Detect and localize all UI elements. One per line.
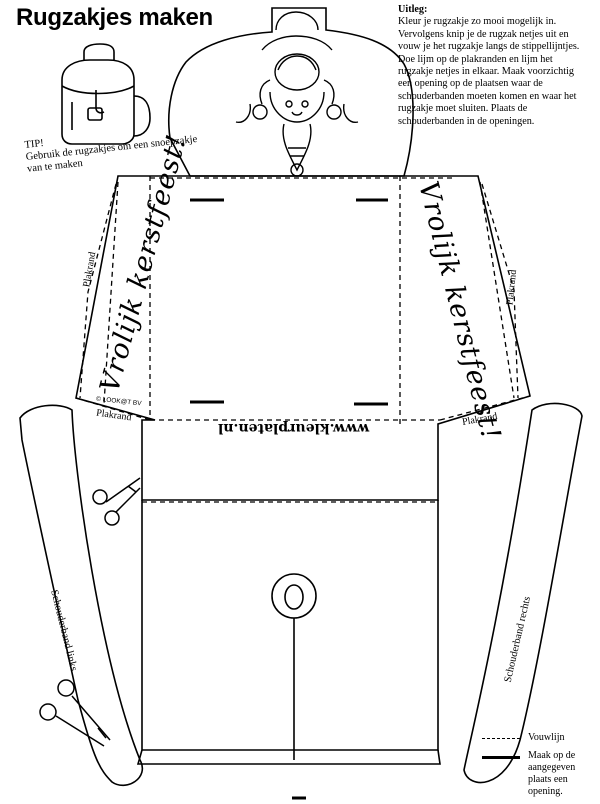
- bag-bottom: [136, 749, 441, 765]
- scissors-icon: [92, 477, 141, 526]
- strap-left: [19, 404, 143, 787]
- legend-opening: Maak op de aangegeven plaats een opening…: [482, 750, 597, 798]
- top-flap: [167, 7, 414, 177]
- legend-opening-label: Maak op de aangegeven plaats een opening…: [528, 750, 576, 797]
- bag-body: [141, 500, 439, 751]
- dashed-line-icon: [482, 738, 520, 739]
- legend-fold-label: Vouwlijn: [528, 732, 565, 743]
- legend: Vouwlijn Maak op de aangegeven plaats ee…: [482, 732, 597, 804]
- clasp: [271, 573, 317, 760]
- instructions: Uitleg: Kleur je rugzakje zo mooi mogeli…: [398, 4, 590, 128]
- website: www.kleurplaten.nl: [218, 420, 370, 436]
- lid-outline: [75, 175, 531, 501]
- solid-line-icon: [482, 756, 520, 759]
- instructions-text: Kleur je rugzakje zo mooi mogelijk in. V…: [398, 16, 580, 127]
- backpack-icon: [61, 43, 151, 145]
- fold-lines: [75, 176, 531, 503]
- strap-right: [463, 402, 583, 784]
- page-title: Rugzakjes maken: [16, 4, 213, 31]
- opening-slots: [190, 198, 388, 800]
- santa-illustration: [235, 11, 359, 177]
- legend-fold: Vouwlijn: [482, 732, 597, 744]
- scissors-icon-bottom: [39, 679, 111, 747]
- instructions-heading: Uitleg:: [398, 4, 428, 15]
